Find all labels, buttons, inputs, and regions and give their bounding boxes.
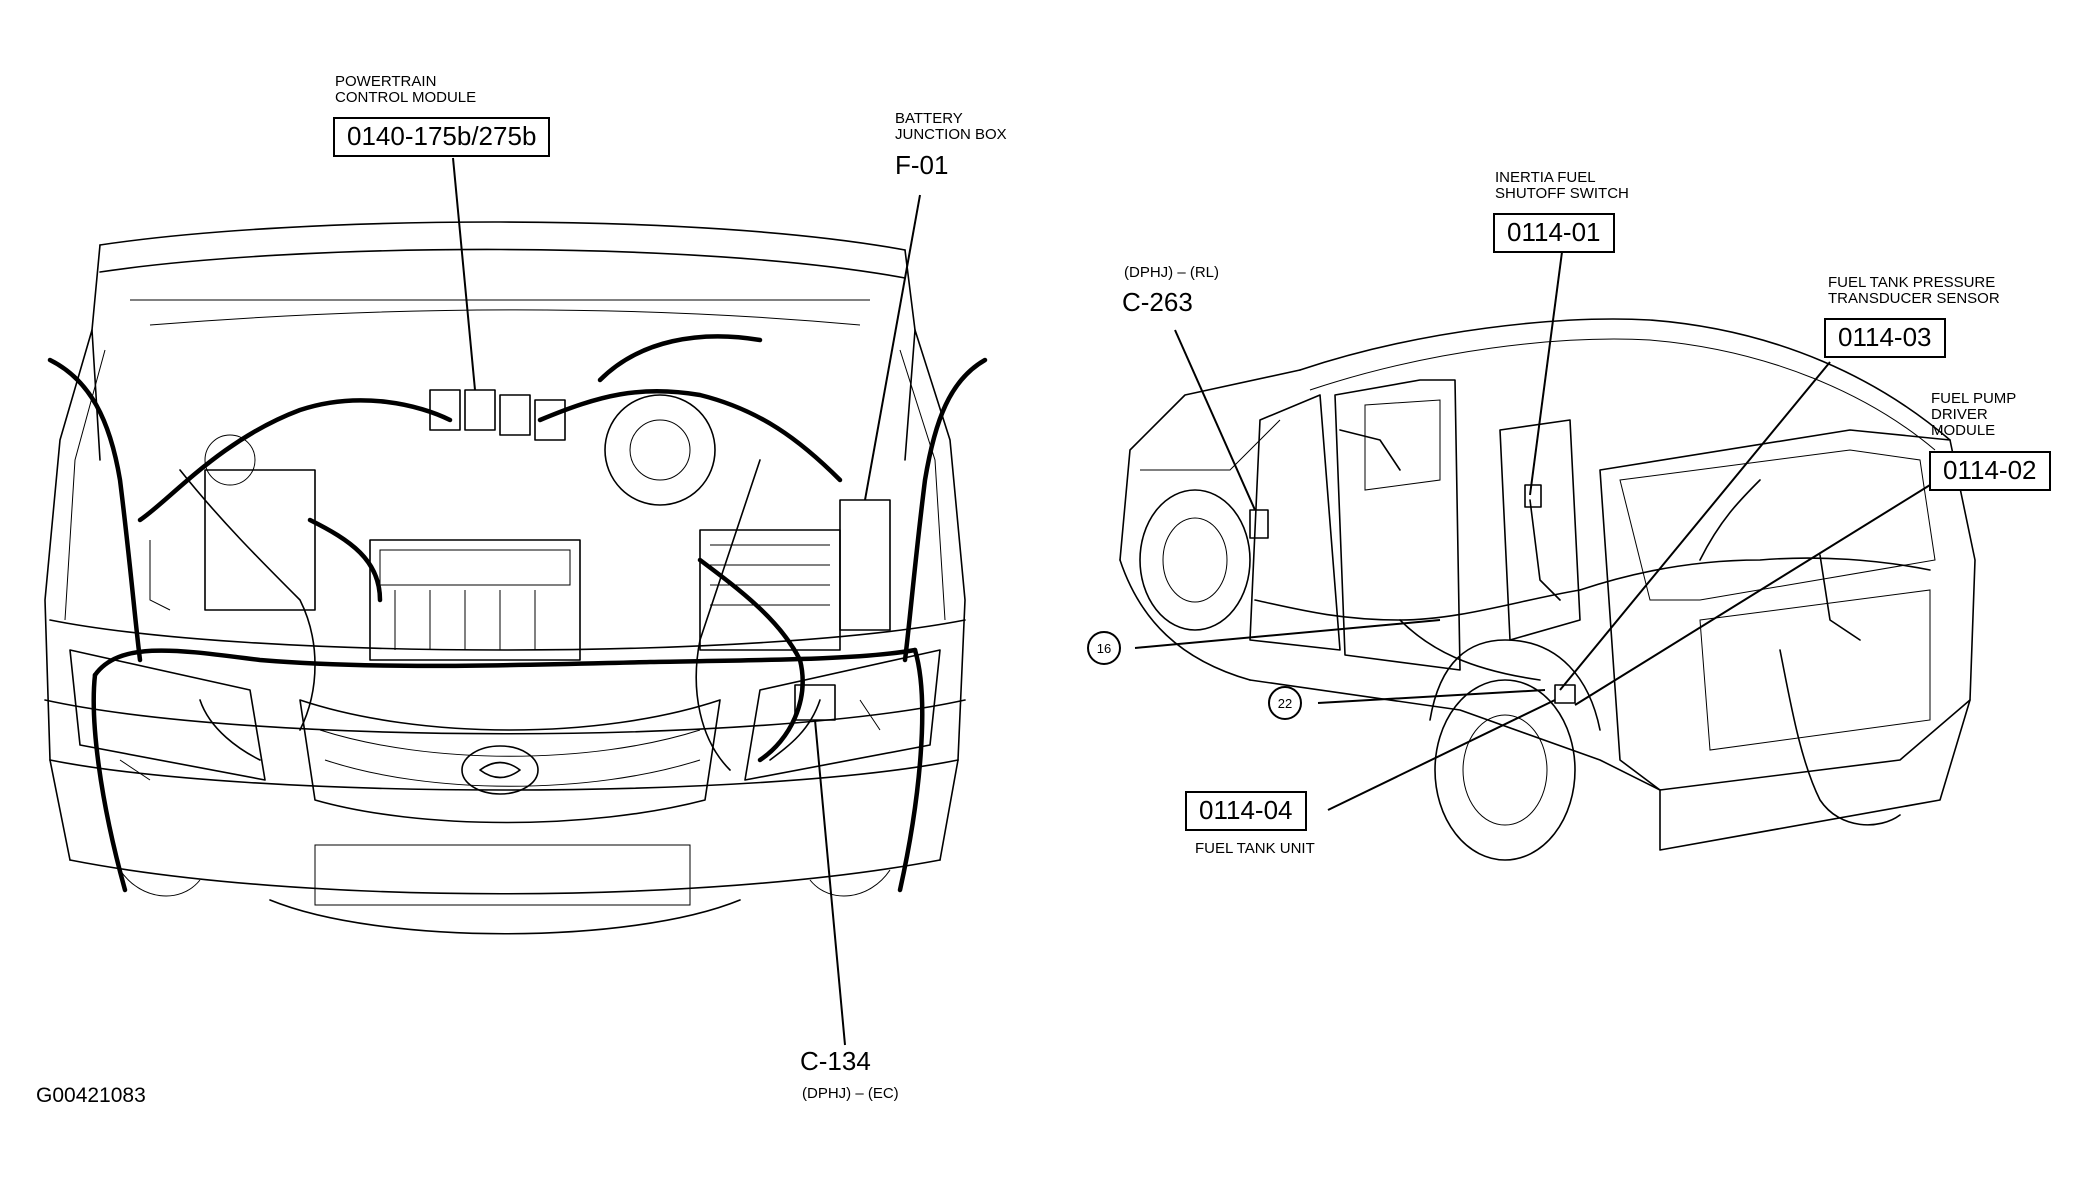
pump-title-line1: FUEL PUMP (1931, 390, 2017, 407)
inertia-title-line1: INERTIA FUEL (1495, 169, 1596, 186)
pcm-title: POWERTRAIN CONTROL MODULE (335, 74, 476, 106)
connector-c134-sub: (DPHJ) – (EC) (802, 1085, 899, 1102)
fuel-tank-unit-title: FUEL TANK UNIT (1195, 840, 1315, 857)
pump-driver-code-box: 0114-02 (1929, 451, 2051, 491)
reference-callout-16: 16 (1087, 631, 1121, 665)
inertia-switch-title: INERTIA FUEL SHUTOFF SWITCH (1495, 170, 1629, 202)
pressure-title-line2: TRANSDUCER SENSOR (1828, 289, 2000, 307)
pressure-sensor-title: FUEL TANK PRESSURE TRANSDUCER SENSOR (1828, 275, 2000, 307)
connector-c263-sub: (DPHJ) – (RL) (1124, 264, 1220, 281)
connector-c134-code: C-134 (800, 1046, 871, 1076)
pcm-title-line1: POWERTRAIN (335, 73, 437, 90)
pump-driver-title: FUEL PUMP DRIVER MODULE (1931, 391, 2016, 438)
reference-callout-22: 22 (1268, 686, 1302, 720)
pump-title-line3: MODULE (1931, 421, 1996, 439)
bjb-title-line1: BATTERY (895, 110, 963, 127)
pressure-sensor-code-box: 0114-03 (1824, 318, 1946, 358)
pcm-title-line2: CONTROL MODULE (335, 88, 477, 106)
battery-junction-box-title: BATTERY JUNCTION BOX (895, 111, 1007, 143)
pressure-title-line1: FUEL TANK PRESSURE (1828, 274, 1996, 291)
fuel-tank-unit-code-box: 0114-04 (1185, 791, 1307, 831)
leader-lines (452, 157, 1931, 1046)
connector-c263-code: C-263 (1122, 287, 1193, 317)
bjb-title-line2: JUNCTION BOX (895, 125, 1007, 143)
pcm-code-box: 0140-175b/275b (333, 117, 551, 157)
pump-title-line2: DRIVER (1931, 405, 1988, 423)
vehicle-body-drawing (1119, 318, 1976, 861)
figure-id: G00421083 (36, 1084, 146, 1107)
battery-junction-box-code: F-01 (895, 150, 949, 180)
inertia-title-line2: SHUTOFF SWITCH (1495, 184, 1629, 202)
engine-compartment-drawing (44, 221, 988, 935)
inertia-switch-code-box: 0114-01 (1493, 213, 1615, 253)
